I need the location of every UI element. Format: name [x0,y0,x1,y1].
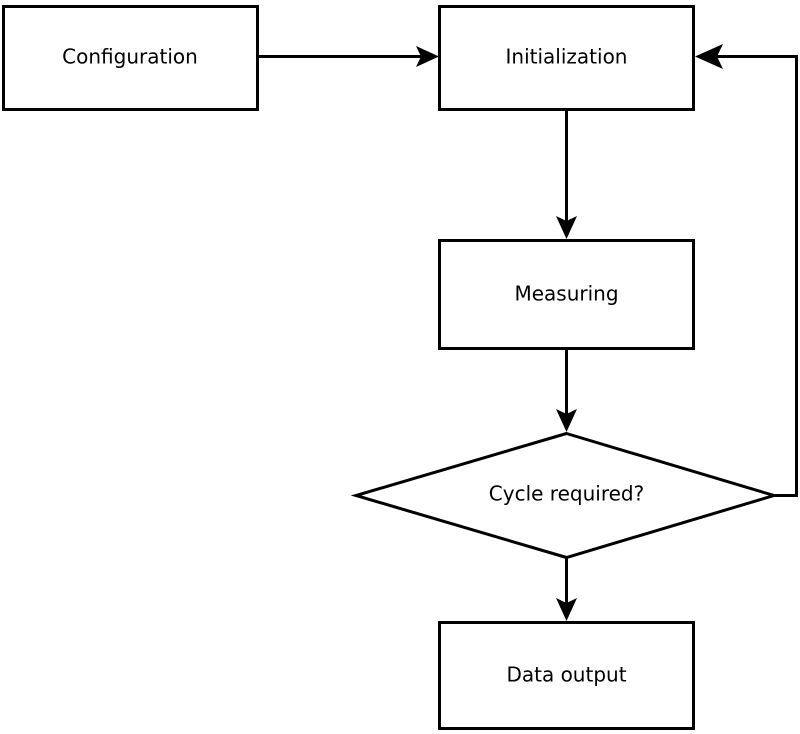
edge-cycle-required-to-initialization-loop [695,44,798,497]
arrowhead-down-icon [556,598,577,621]
measuring-box[interactable] [438,239,695,350]
configuration-label: Configuration [62,45,198,69]
cycle-required-label: Cycle required? [489,482,644,506]
configuration-box[interactable] [2,5,259,111]
cycle-required-diamond[interactable] [350,431,780,560]
arrowhead-right-icon [416,46,439,67]
node-initialization[interactable]: Initialization [438,5,695,111]
initialization-label: Initialization [506,45,628,69]
node-cycle-required[interactable]: Cycle required? [350,431,780,560]
data-output-label: Data output [506,663,626,687]
arrowhead-down-icon [556,409,577,432]
edge-initialization-to-measuring [556,111,577,239]
edge-cycle-required-to-data-output [556,558,577,621]
measuring-label: Measuring [514,282,618,306]
edge-measuring-to-cycle-required [556,350,577,432]
arrowhead-left-icon [695,44,723,69]
node-configuration[interactable]: Configuration [2,5,259,111]
edge-configuration-to-initialization [259,46,439,67]
data-output-box[interactable] [438,621,695,730]
edge-line-feedback-loop [715,55,798,497]
node-measuring[interactable]: Measuring [438,239,695,350]
arrowhead-down-icon [556,216,577,239]
initialization-box[interactable] [438,5,695,111]
node-data-output[interactable]: Data output [438,621,695,730]
